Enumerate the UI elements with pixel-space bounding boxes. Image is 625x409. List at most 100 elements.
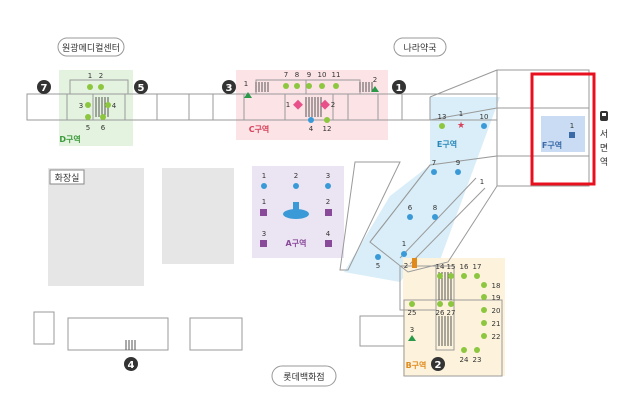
svg-text:2: 2: [99, 72, 103, 80]
clinic-box: [57, 37, 125, 57]
green-marker: [98, 84, 104, 90]
zone-f-label: F구역: [542, 140, 562, 150]
block-building: [162, 168, 234, 264]
svg-text:1: 1: [459, 110, 463, 118]
svg-text:23: 23: [473, 356, 482, 364]
green-marker: [105, 102, 111, 108]
elevator-triangle-icon: [408, 335, 416, 341]
svg-text:7: 7: [432, 159, 436, 167]
svg-text:1: 1: [570, 122, 574, 130]
svg-text:4: 4: [112, 102, 117, 110]
svg-text:7: 7: [284, 71, 288, 79]
info-marker: [325, 183, 331, 189]
restroom-label-box: [49, 169, 85, 185]
info-marker: [293, 183, 299, 189]
svg-text:4: 4: [309, 125, 314, 133]
svg-text:3: 3: [262, 230, 266, 238]
svg-text:1: 1: [396, 83, 403, 94]
svg-text:3: 3: [326, 172, 330, 180]
info-marker: [308, 117, 314, 123]
green-marker: [85, 114, 91, 120]
zone-d-facilities: 1 2 3 4 5 6 D구역: [59, 72, 116, 144]
svg-text:17: 17: [473, 263, 482, 271]
svg-text:3: 3: [79, 102, 83, 110]
svg-text:21: 21: [492, 320, 501, 328]
zone-f-facilities: 1 F구역: [542, 122, 575, 150]
svg-text:5: 5: [138, 83, 145, 94]
svg-text:20: 20: [492, 307, 501, 315]
svg-text:1: 1: [262, 172, 266, 180]
zone-b-facilities: 14 15 16 17 18 19 20 21 22 25 26 27 3 24…: [406, 263, 501, 370]
exit-1[interactable]: 1: [392, 80, 406, 94]
svg-text:25: 25: [408, 309, 417, 317]
green-marker: [85, 102, 91, 108]
exit-5[interactable]: 5: [134, 80, 148, 94]
zone-a-label: A구역: [286, 238, 307, 248]
zone-c-label: C구역: [249, 124, 270, 134]
svg-text:2: 2: [404, 262, 408, 270]
info-marker: [481, 123, 487, 129]
svg-text:6: 6: [101, 124, 106, 132]
exit-7[interactable]: 7: [37, 80, 51, 94]
svg-text:역: 역: [600, 157, 608, 168]
svg-text:1: 1: [402, 240, 406, 248]
svg-text:1: 1: [480, 178, 484, 186]
zone-d-label: D구역: [59, 134, 80, 144]
exit-4[interactable]: 4: [124, 357, 138, 371]
svg-text:15: 15: [447, 263, 456, 271]
star-icon: ★: [457, 121, 465, 131]
fountain-icon: [283, 209, 309, 219]
svg-text:면: 면: [600, 143, 608, 154]
svg-text:2: 2: [294, 172, 298, 180]
svg-text:26: 26: [436, 309, 445, 317]
svg-text:6: 6: [408, 204, 413, 212]
svg-text:7: 7: [41, 83, 48, 94]
zone-a-facilities: 1 2 3 1 2 3 4 A구역: [260, 172, 332, 248]
restroom-label: 화장실: [55, 173, 80, 184]
svg-text:2: 2: [331, 101, 335, 109]
svg-text:1: 1: [88, 72, 92, 80]
svg-text:8: 8: [433, 204, 437, 212]
svg-text:8: 8: [295, 71, 299, 79]
svg-text:서: 서: [600, 129, 608, 140]
svg-text:18: 18: [492, 282, 501, 290]
svg-text:19: 19: [492, 294, 501, 302]
zone-e-facilities: 13 1 10 ★ E구역 7 9 1 6 8 1 5 2: [375, 110, 488, 270]
atm-icon: [412, 258, 417, 268]
svg-text:3: 3: [226, 83, 233, 94]
svg-text:27: 27: [447, 309, 456, 317]
restroom-building: [48, 168, 144, 286]
svg-text:13: 13: [438, 113, 447, 121]
pharmacy-box: [393, 37, 447, 57]
zone-e-area: [344, 97, 500, 282]
green-marker: [100, 114, 106, 120]
svg-text:2: 2: [435, 360, 442, 371]
svg-text:5: 5: [376, 262, 380, 270]
svg-text:3: 3: [410, 326, 414, 334]
pharmacy-label: 나라약국: [403, 42, 436, 54]
clinic-label: 원광메디컬센터: [62, 42, 120, 54]
svg-text:11: 11: [332, 71, 341, 79]
department-store-box: [271, 365, 337, 387]
svg-text:14: 14: [436, 263, 445, 271]
svg-text:22: 22: [492, 333, 501, 341]
svg-text:1: 1: [262, 198, 266, 206]
zone-f-area: [541, 116, 585, 152]
svg-text:10: 10: [480, 113, 489, 121]
svg-text:5: 5: [86, 124, 90, 132]
exit-2[interactable]: 2: [431, 357, 445, 371]
station-name: 서 면 역: [600, 111, 608, 168]
green-marker: [87, 84, 93, 90]
svg-text:24: 24: [460, 356, 469, 364]
zone-e-label: E구역: [437, 139, 457, 149]
svg-text:1: 1: [286, 101, 290, 109]
svg-text:9: 9: [307, 71, 311, 79]
svg-text:4: 4: [128, 360, 135, 371]
info-marker: [261, 183, 267, 189]
highlight-box: [530, 72, 596, 186]
exit-3[interactable]: 3: [222, 80, 236, 94]
svg-text:2: 2: [326, 198, 330, 206]
elevator-triangle-icon: [244, 92, 252, 98]
